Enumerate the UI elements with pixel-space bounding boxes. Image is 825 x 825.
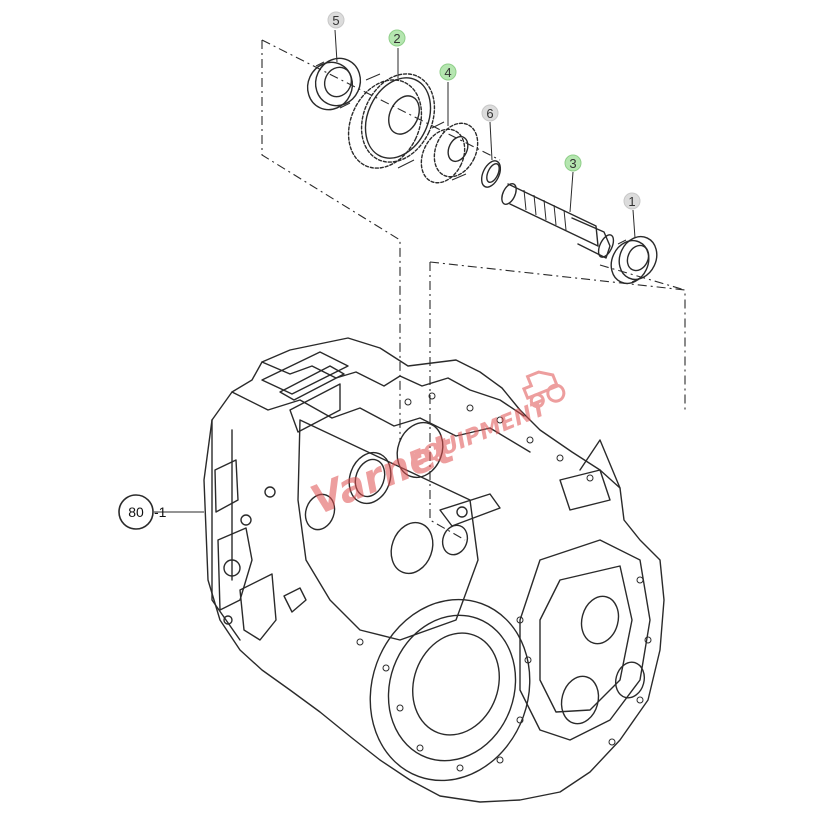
part-6-snap-ring[interactable] xyxy=(478,158,504,190)
callout-badge xyxy=(481,104,499,122)
reference-number: 80 xyxy=(128,504,144,520)
callout-badge xyxy=(623,192,641,210)
part-3-shaft[interactable] xyxy=(499,181,617,259)
assembly-guide-lines xyxy=(261,39,686,541)
leader-lines xyxy=(154,29,636,513)
part-1-bearing[interactable] xyxy=(604,230,663,289)
callout-label: 2 xyxy=(393,31,400,46)
bolt-holes xyxy=(356,392,652,772)
reference-suffix: -1 xyxy=(154,504,167,520)
callout-badge xyxy=(564,154,582,172)
callout-4[interactable]: 4 xyxy=(439,63,457,81)
part-2-large-gear[interactable] xyxy=(335,62,449,180)
callout-2[interactable]: 2 xyxy=(388,29,406,47)
reference-circle xyxy=(118,494,154,530)
callout-label: 6 xyxy=(486,106,493,121)
callout-badge xyxy=(388,29,406,47)
callout-label: 1 xyxy=(628,194,635,209)
reference-callout-80-1[interactable]: 80 -1 xyxy=(118,494,167,530)
transmission-case-housing[interactable] xyxy=(203,337,665,803)
callout-label: 4 xyxy=(444,65,451,80)
callout-1[interactable]: 1 xyxy=(623,192,641,210)
watermark: Varnet EQUIPMENT xyxy=(305,370,566,524)
callout-3[interactable]: 3 xyxy=(564,154,582,172)
part-4-small-gear[interactable] xyxy=(413,116,486,190)
part-5-oil-seal[interactable] xyxy=(300,51,368,117)
callout-label: 5 xyxy=(332,13,339,28)
callout-badge xyxy=(439,63,457,81)
callout-6[interactable]: 6 xyxy=(481,104,499,122)
callout-label: 3 xyxy=(569,156,576,171)
tractor-logo-icon xyxy=(521,370,566,409)
callout-5[interactable]: 5 xyxy=(327,11,345,29)
callout-badge xyxy=(327,11,345,29)
